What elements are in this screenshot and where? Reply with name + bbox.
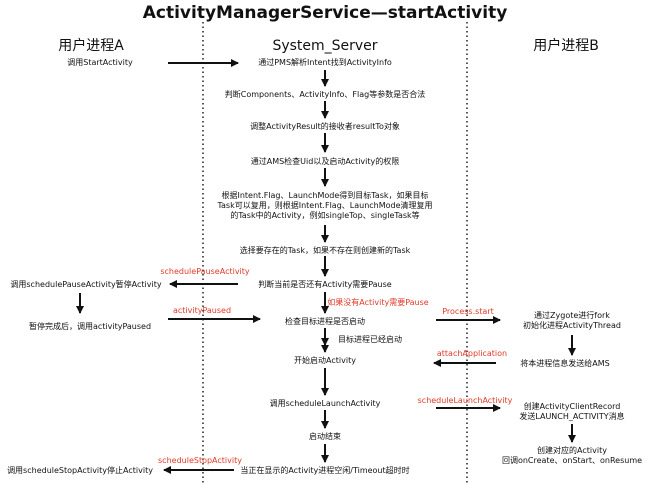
column-header-middle: System_Server (272, 38, 378, 54)
step-adjust-result: 调整ActivityResult的接收者resultTo对象 (250, 122, 400, 131)
step-check-pause: 判断当前是否还有Activity需要Pause (258, 280, 392, 289)
step-start-activity: 开始启动Activity (294, 356, 356, 365)
right-create-activity: 创建对应的Activity 回调onCreate、onStart、onResum… (501, 446, 643, 465)
step-check-process: 检查目标进程是否启动 (285, 317, 365, 326)
step-process-started: 目标进程已经启动 (338, 335, 402, 344)
left-call-start: 调用StartActivity (67, 58, 133, 67)
column-header-right: 用户进程B (533, 38, 599, 54)
label-schedule-launch: scheduleLaunchActivity (417, 396, 513, 405)
left-call-pause: 调用schedulePauseActivity暂停Activity (10, 280, 162, 289)
step-launch-finished: 启动结束 (309, 432, 341, 441)
left-call-stop: 调用scheduleStopActivity停止Activity (7, 466, 153, 475)
step-schedule-launch: 调用scheduleLaunchActivity (269, 399, 381, 408)
column-header-left: 用户进程A (58, 38, 124, 54)
label-schedule-stop: scheduleStopActivity (158, 456, 242, 465)
right-send-to-ams: 将本进程信息发送给AMS (520, 359, 610, 368)
left-pause-done: 暂停完成后，调用activityPaused (28, 322, 152, 331)
step-select-task: 选择要存在的Task，如果不存在则创建新的Task (239, 246, 411, 255)
right-zygote-fork: 通过Zygote进行fork 初始化进程ActivityThread (523, 311, 621, 330)
step-check-params: 判断Components、ActivityInfo、Flag等参数是否合法 (224, 90, 426, 99)
label-schedule-pause: schedulePauseActivity (160, 267, 250, 276)
right-create-record: 创建ActivityClientRecord 发送LAUNCH_ACTIVITY… (519, 402, 625, 421)
step-check-permission: 通过AMS检查Uid以及启动Activity的权限 (250, 157, 400, 166)
step-pms-resolve: 通过PMS解析Intent找到ActivityInfo (258, 58, 392, 67)
label-activity-paused: activityPaused (172, 306, 232, 315)
label-attach-application: attachApplication (436, 349, 508, 358)
step-target-task: 根据Intent.Flag、LaunchMode得到目标Task，如果目标 Ta… (217, 191, 433, 220)
diagram-title: ActivityManagerService—startActivity (142, 3, 508, 23)
step-idle-timeout: 当正在显示的Activity进程空闲/Timeout超时时 (240, 466, 410, 475)
label-process-start: Process.start (442, 307, 494, 316)
label-if-need-pause: 如果没有Activity需要Pause (327, 298, 429, 307)
